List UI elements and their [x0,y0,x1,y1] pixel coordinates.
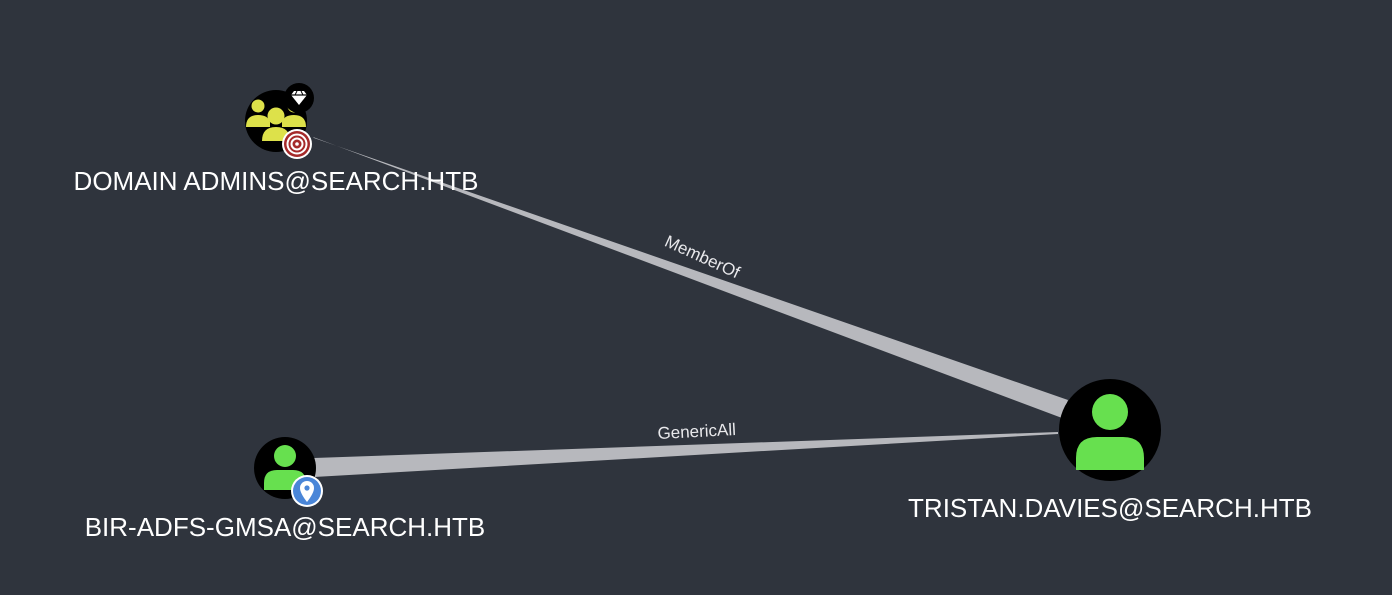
edge-genericall-line[interactable] [314,432,1058,477]
node-domain-admins-label: DOMAIN ADMINS@SEARCH.HTB [74,166,479,196]
node-domain-admins[interactable]: DOMAIN ADMINS@SEARCH.HTB [74,83,479,196]
edge-memberof-line[interactable] [313,137,1068,418]
edge-genericall-label: GenericAll [657,420,736,443]
edge-genericall[interactable]: GenericAll [314,420,1058,477]
node-bir-adfs-gmsa[interactable]: BIR-ADFS-GMSA@SEARCH.HTB [85,437,486,542]
node-tristan-davies-label: TRISTAN.DAVIES@SEARCH.HTB [908,493,1312,523]
high-value-diamond-icon [284,83,314,113]
user-icon [1076,394,1144,470]
target-icon [282,129,312,159]
location-pin-icon [291,475,323,507]
node-bir-adfs-gmsa-label: BIR-ADFS-GMSA@SEARCH.HTB [85,512,486,542]
node-tristan-davies[interactable]: TRISTAN.DAVIES@SEARCH.HTB [908,379,1312,523]
